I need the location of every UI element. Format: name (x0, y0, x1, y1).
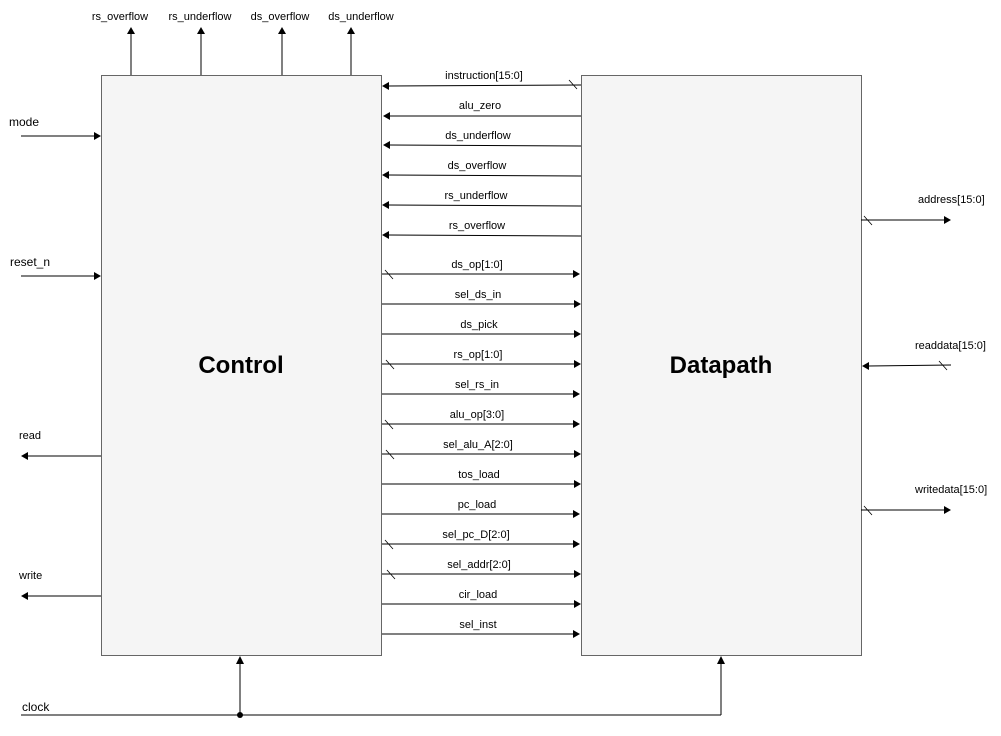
right-port-writedata: writedata[15:0] (861, 484, 987, 516)
right-port-label: address[15:0] (918, 194, 985, 206)
right-port-label: readdata[15:0] (915, 340, 986, 352)
signal-label: rs_op[1:0] (454, 349, 503, 361)
signal-label: pc_load (458, 499, 497, 511)
signal-tos-load: tos_load (382, 469, 581, 488)
left-input-label: reset_n (10, 255, 50, 269)
signal-label: tos_load (458, 469, 500, 481)
signal-label: alu_op[3:0] (450, 409, 504, 421)
signal-label: ds_pick (460, 319, 498, 331)
control-block-label: Control (198, 352, 283, 379)
datapath-block[interactable] (581, 75, 862, 656)
signal-label: sel_ds_in (455, 289, 501, 301)
signal-pc-load: pc_load (382, 499, 580, 518)
signal-ds-op: ds_op[1:0] (382, 259, 580, 280)
signal-ds-pick: ds_pick (382, 319, 581, 338)
left-output-label: read (19, 430, 41, 442)
left-output-read: read (19, 430, 101, 460)
top-output-ds-overflow: ds_overflow (251, 11, 310, 75)
signal-sel-ds-in: sel_ds_in (382, 289, 581, 308)
left-input-label: mode (9, 115, 39, 129)
right-port-label: writedata[15:0] (914, 484, 987, 496)
signal-label: sel_alu_A[2:0] (443, 439, 513, 451)
signal-alu-zero: alu_zero (383, 100, 581, 120)
signal-label: cir_load (459, 589, 498, 601)
signal-label: ds_underflow (445, 130, 510, 142)
signal-label: rs_overflow (449, 220, 505, 232)
signal-label: sel_pc_D[2:0] (442, 529, 509, 541)
clock-net: clock (21, 656, 725, 718)
left-output-write: write (18, 570, 101, 600)
right-port-readdata: readdata[15:0] (862, 340, 986, 371)
top-output-label: rs_underflow (169, 11, 232, 23)
signal-sel-inst: sel_inst (382, 619, 580, 638)
signal-sel-pc-d: sel_pc_D[2:0] (382, 529, 580, 550)
signal-rs-op: rs_op[1:0] (382, 349, 581, 370)
signal-cir-load: cir_load (382, 589, 581, 608)
signal-ds-overflow-in: ds_overflow (382, 160, 582, 179)
control-block[interactable] (101, 75, 382, 656)
signal-sel-alu-a: sel_alu_A[2:0] (382, 439, 581, 460)
top-output-label: ds_overflow (251, 11, 310, 23)
top-output-ds-underflow: ds_underflow (328, 11, 394, 75)
datapath-block-label: Datapath (670, 352, 773, 379)
signal-rs-underflow-in: rs_underflow (382, 190, 582, 209)
signal-sel-rs-in: sel_rs_in (382, 379, 580, 398)
signal-label: alu_zero (459, 100, 501, 112)
signal-ds-underflow-in: ds_underflow (383, 130, 582, 149)
signal-instruction: instruction[15:0] (382, 70, 582, 90)
top-output-rs-overflow: rs_overflow (92, 11, 148, 75)
signal-label: ds_op[1:0] (451, 259, 502, 271)
left-input-reset-n: reset_n (10, 255, 101, 280)
top-output-label: rs_overflow (92, 11, 148, 23)
right-port-address: address[15:0] (861, 194, 985, 226)
top-output-rs-underflow: rs_underflow (169, 11, 232, 75)
signal-sel-addr: sel_addr[2:0] (382, 559, 581, 580)
left-output-label: write (18, 570, 42, 582)
clock-label: clock (22, 700, 50, 714)
signal-label: instruction[15:0] (445, 70, 523, 82)
signal-label: rs_underflow (445, 190, 508, 202)
signal-alu-op: alu_op[3:0] (382, 409, 580, 430)
left-input-mode: mode (9, 115, 101, 140)
signal-label: ds_overflow (448, 160, 507, 172)
signal-label: sel_inst (459, 619, 496, 631)
signal-label: sel_rs_in (455, 379, 499, 391)
top-output-label: ds_underflow (328, 11, 393, 23)
signal-label: sel_addr[2:0] (447, 559, 511, 571)
clock-junction-dot (237, 712, 243, 718)
signal-rs-overflow-in: rs_overflow (382, 220, 582, 239)
